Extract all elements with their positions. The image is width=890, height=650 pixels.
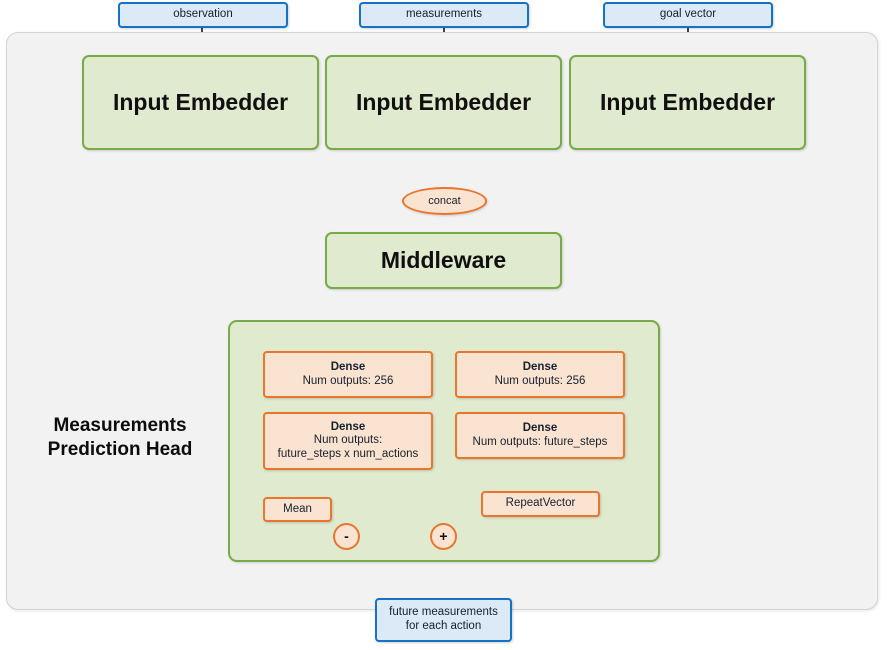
input-label-goal-vector: goal vector: [659, 8, 717, 21]
mean-label: Mean: [283, 502, 312, 515]
input-embedder-3-label: Input Embedder: [599, 88, 776, 115]
right-dense-1-detail: Num outputs: 256: [494, 374, 586, 387]
input-embedder-3[interactable]: Input Embedder: [569, 55, 806, 150]
output-label-line2: for each action: [405, 620, 482, 632]
add-operator[interactable]: +: [430, 523, 457, 550]
repeat-vector-box[interactable]: RepeatVector: [481, 491, 600, 517]
right-dense-1[interactable]: Dense Num outputs: 256: [455, 351, 625, 398]
input-embedder-1[interactable]: Input Embedder: [82, 55, 319, 150]
right-dense-2-title: Dense: [522, 421, 558, 434]
subtract-operator[interactable]: -: [333, 523, 360, 550]
concat-label: concat: [428, 194, 461, 207]
subtract-operator-label: -: [344, 528, 349, 545]
left-dense-1[interactable]: Dense Num outputs: 256: [263, 351, 433, 398]
input-embedder-1-label: Input Embedder: [112, 88, 289, 115]
right-dense-2-detail: Num outputs: future_steps: [472, 435, 608, 448]
input-embedder-2[interactable]: Input Embedder: [325, 55, 562, 150]
left-dense-2-detail-line1: Num outputs:: [313, 434, 383, 447]
output-label-line1: future measurements: [389, 606, 498, 619]
left-dense-2[interactable]: Dense Num outputs: future_steps x num_ac…: [263, 412, 433, 470]
input-label-measurements: measurements: [405, 8, 483, 21]
concat-node[interactable]: concat: [402, 187, 487, 215]
head-label-line1: Measurements: [53, 415, 187, 436]
output-box-future-measurements[interactable]: future measurements for each action: [375, 598, 512, 642]
middleware-box[interactable]: Middleware: [325, 232, 562, 289]
input-embedder-2-label: Input Embedder: [355, 88, 532, 115]
left-dense-2-title: Dense: [330, 420, 366, 433]
right-dense-1-title: Dense: [522, 360, 558, 373]
measurements-prediction-head-label: Measurements Prediction Head: [22, 414, 218, 462]
right-dense-2[interactable]: Dense Num outputs: future_steps: [455, 412, 625, 459]
input-label-observation: observation: [173, 8, 233, 21]
left-dense-1-detail: Num outputs: 256: [302, 374, 394, 387]
left-dense-1-title: Dense: [330, 360, 366, 373]
middleware-label: Middleware: [380, 246, 507, 273]
input-box-goal-vector[interactable]: goal vector: [603, 2, 773, 28]
input-box-measurements[interactable]: measurements: [359, 2, 529, 28]
add-operator-label: +: [439, 528, 448, 545]
mean-box[interactable]: Mean: [263, 497, 332, 522]
head-label-line2: Prediction Head: [47, 438, 193, 460]
left-dense-2-detail-line2: future_steps x num_actions: [277, 447, 419, 460]
repeat-vector-label: RepeatVector: [505, 497, 576, 510]
input-box-observation[interactable]: observation: [118, 2, 288, 28]
